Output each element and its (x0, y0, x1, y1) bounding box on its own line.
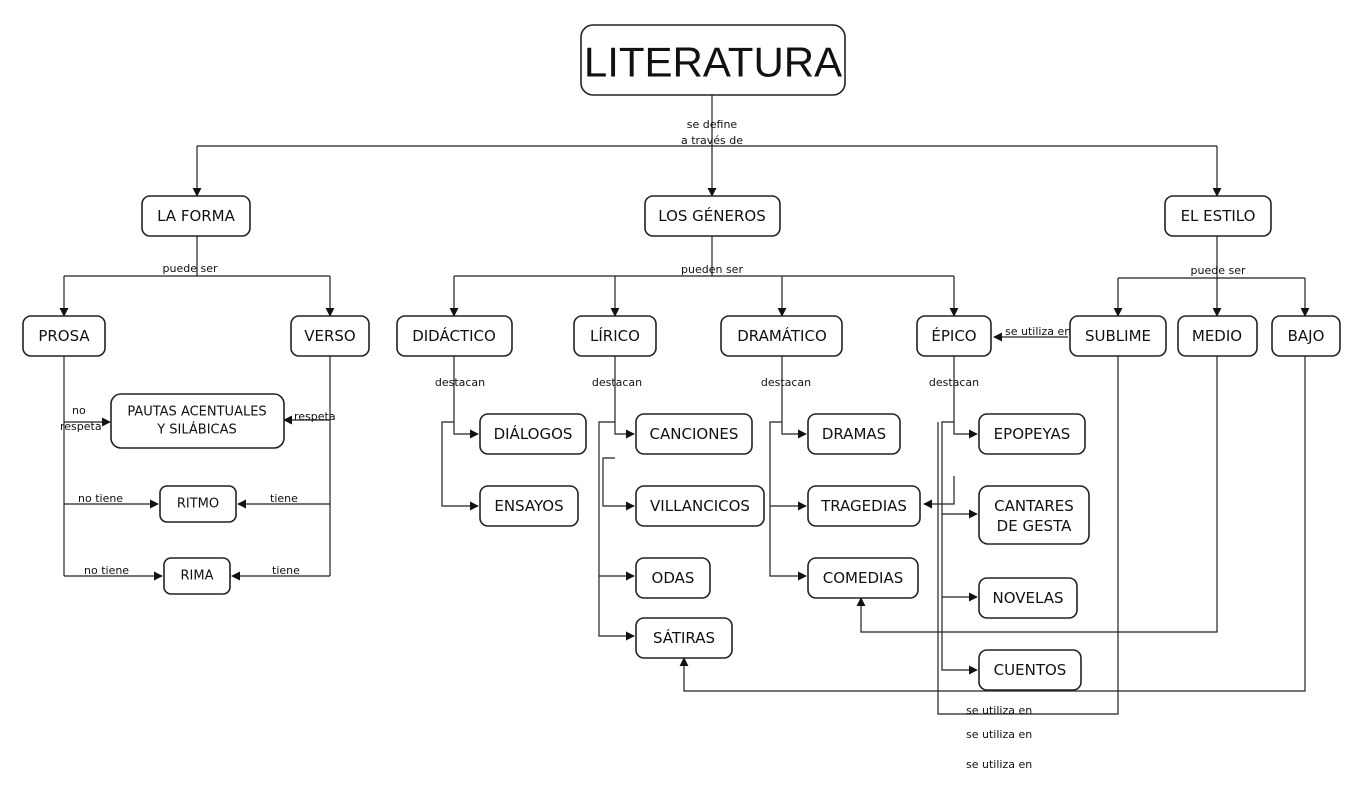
node-didactico: DIDÁCTICO (396, 315, 513, 357)
edge-labels: se define a través de puede ser pueden s… (60, 118, 1246, 771)
node-epico-label: ÉPICO (931, 326, 976, 345)
edge-epico-tragedias (923, 476, 955, 509)
node-el-estilo: EL ESTILO (1164, 195, 1272, 237)
node-canciones-label: CANCIONES (650, 425, 739, 443)
label-no: no (72, 404, 86, 417)
node-pautas: PAUTAS ACENTUALES Y SILÁBICAS (110, 393, 285, 449)
node-dramas: DRAMAS (807, 413, 901, 455)
node-odas: ODAS (635, 557, 711, 599)
label-se-utiliza-top: se utiliza en (1005, 325, 1071, 338)
node-pautas-label-line1: PAUTAS ACENTUALES (127, 405, 266, 420)
node-rima-label: RIMA (181, 569, 214, 584)
label-destacan-epico: destacan (929, 376, 979, 389)
node-literatura: LITERATURA (580, 24, 846, 96)
edges (59, 95, 1310, 715)
edge-lirico-villancicos (602, 457, 635, 511)
node-comedias-label: COMEDIAS (823, 569, 903, 587)
node-epopeyas: EPOPEYAS (978, 413, 1086, 455)
node-dramatico-label: DRAMÁTICO (737, 326, 827, 345)
node-villancicos: VILLANCICOS (635, 485, 765, 527)
node-los-generos: LOS GÉNEROS (644, 195, 781, 237)
edge-epico-down (953, 356, 978, 439)
label-puede-ser-estilo: puede ser (1191, 264, 1246, 277)
node-prosa: PROSA (22, 315, 106, 357)
label-tiene-rima: tiene (272, 564, 300, 577)
node-medio-label: MEDIO (1192, 327, 1242, 345)
node-bajo-label: BAJO (1288, 327, 1325, 345)
label-tiene-ritmo: tiene (270, 492, 298, 505)
node-cantares-label-line1: CANTARES (994, 497, 1074, 515)
node-la-forma: LA FORMA (141, 195, 251, 237)
node-sublime-label: SUBLIME (1085, 327, 1151, 345)
label-respeta: respeta (294, 410, 336, 423)
label-no-tiene-rima: no tiene (84, 564, 129, 577)
edge-dramatico-bracket (769, 421, 807, 581)
node-sublime: SUBLIME (1069, 315, 1167, 357)
edge-lirico-bracket (598, 421, 635, 641)
label-destacan-didactico: destacan (435, 376, 485, 389)
label-destacan-lirico: destacan (592, 376, 642, 389)
edge-medio-comedias (856, 356, 1218, 633)
node-villancicos-label: VILLANCICOS (650, 497, 750, 515)
node-didactico-label: DIDÁCTICO (412, 326, 496, 345)
node-rima: RIMA (163, 557, 231, 595)
node-satiras-label: SÁTIRAS (653, 628, 715, 647)
node-literatura-label: LITERATURA (584, 39, 842, 86)
node-los-generos-label: LOS GÉNEROS (658, 206, 765, 225)
edge-didactico-down (453, 356, 479, 439)
node-el-estilo-label: EL ESTILO (1181, 207, 1256, 225)
nodes: LITERATURA LA FORMA LOS GÉNEROS EL ESTIL… (22, 24, 1341, 691)
label-se-utiliza-3: se utiliza en (966, 758, 1032, 771)
edge-epico-bracket (941, 421, 978, 675)
label-destacan-dramatico: destacan (761, 376, 811, 389)
node-novelas: NOVELAS (978, 577, 1078, 619)
node-ritmo: RITMO (159, 485, 237, 523)
node-ensayos: ENSAYOS (479, 485, 579, 527)
label-pueden-ser: pueden ser (681, 263, 743, 276)
node-canciones: CANCIONES (635, 413, 753, 455)
node-tragedias: TRAGEDIAS (807, 485, 921, 527)
node-cantares: CANTARES DE GESTA (978, 485, 1090, 545)
node-verso: VERSO (290, 315, 370, 357)
node-ensayos-label: ENSAYOS (494, 497, 563, 515)
node-prosa-label: PROSA (38, 327, 90, 345)
edge-dramatico-down (781, 356, 807, 439)
node-cantares-label-line2: DE GESTA (997, 517, 1072, 535)
edge-didactico-bracket (441, 421, 479, 511)
node-cuentos: CUENTOS (978, 649, 1082, 691)
label-puede-ser-forma: puede ser (163, 262, 218, 275)
node-pautas-label-line2: Y SILÁBICAS (156, 422, 237, 438)
node-dramatico: DRAMÁTICO (720, 315, 843, 357)
label-se-utiliza-1: se utiliza en (966, 704, 1032, 717)
edge-bajo-satiras (679, 356, 1306, 692)
node-novelas-label: NOVELAS (993, 589, 1064, 607)
edge-sublime-down (937, 356, 1119, 715)
node-dialogos: DIÁLOGOS (479, 413, 587, 455)
node-medio: MEDIO (1177, 315, 1258, 357)
label-a-traves-de: a través de (681, 134, 743, 147)
node-odas-label: ODAS (652, 569, 695, 587)
node-la-forma-label: LA FORMA (157, 207, 236, 225)
node-bajo: BAJO (1271, 315, 1341, 357)
label-no-tiene-ritmo: no tiene (78, 492, 123, 505)
node-ritmo-label: RITMO (177, 497, 219, 512)
node-comedias: COMEDIAS (807, 557, 919, 599)
label-respeta-no: respeta (60, 420, 102, 433)
node-tragedias-label: TRAGEDIAS (820, 497, 907, 515)
label-se-utiliza-2: se utiliza en (966, 728, 1032, 741)
node-lirico-label: LÍRICO (590, 326, 640, 345)
node-epico: ÉPICO (916, 315, 992, 357)
node-dramas-label: DRAMAS (822, 425, 886, 443)
node-dialogos-label: DIÁLOGOS (494, 424, 573, 443)
node-epopeyas-label: EPOPEYAS (994, 425, 1071, 443)
edge-lirico-down (614, 356, 635, 439)
node-verso-label: VERSO (304, 327, 356, 345)
node-satiras: SÁTIRAS (635, 617, 733, 659)
label-se-define: se define (687, 118, 738, 131)
node-cuentos-label: CUENTOS (994, 661, 1067, 679)
node-lirico: LÍRICO (573, 315, 657, 357)
